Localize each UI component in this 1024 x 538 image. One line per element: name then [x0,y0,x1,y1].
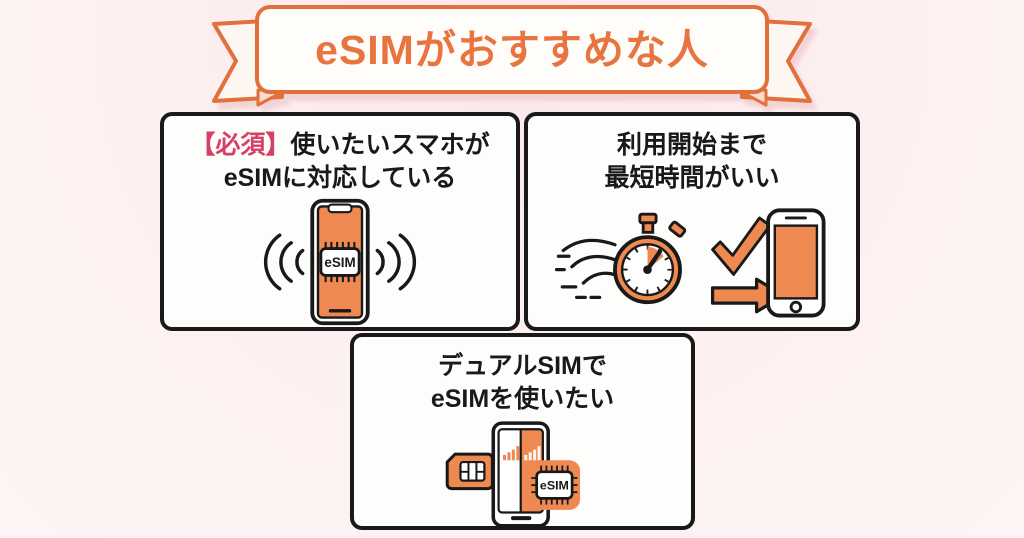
phone-notch [327,203,353,214]
required-title-line2: eSIMに対応している [223,164,457,192]
ribbon-shape: eSIMがおすすめな人 [212,5,812,107]
dual-sim-phone-icon: eSIM [445,421,581,528]
checkmark-icon [711,216,772,276]
dual-title-line1: デュアルSIMで [438,352,607,380]
wing-icon [554,238,619,300]
card-quick-start-title: 利用開始まで 最短時間がいい [604,129,779,195]
speed-title-line2: 最短時間がいい [604,164,780,192]
home-indicator [510,516,532,521]
smartphone-icon [766,208,826,318]
home-button [789,300,803,314]
speed-icons [554,208,826,318]
esim-chip-label: eSIM [540,479,569,493]
signal-waves-left-icon [263,233,305,291]
ribbon-main [255,5,769,94]
required-title-rest: 使いたいスマホが [290,131,490,159]
dual-sim-icon-row: eSIM [354,416,691,538]
speed-title-line1: 利用開始まで [616,131,767,159]
esim-chip-icon: eSIM [528,460,581,510]
signal-bars-left-icon [503,446,520,461]
ribbon-banner: eSIMがおすすめな人 [182,0,842,112]
card-dual-sim: デュアルSIMで eSIMを使いたい [350,333,695,530]
card-dual-sim-title: デュアルSIMで eSIMを使いたい [431,350,614,416]
esim-phone-icon-row: eSIM [164,195,516,329]
speed-icon-row [528,195,856,329]
banner-title: eSIMがおすすめな人 [315,27,709,73]
signal-waves-right-icon [375,233,417,291]
card-esim-required-title: 【必須】使いたいスマホが eSIMに対応している [190,129,489,195]
esim-chip-icon: eSIM [319,241,361,283]
esim-chip-label: eSIM [324,255,355,270]
stopwatch-icon [613,212,687,305]
esim-phone-signal-icon: eSIM [263,198,417,326]
dual-title-line2: eSIMを使いたい [430,385,615,413]
sim-card-icon [445,452,494,491]
card-esim-required: 【必須】使いたいスマホが eSIMに対応している [160,112,520,331]
signal-bars-right-icon [524,446,541,461]
required-tag: 【必須】 [190,131,291,159]
card-quick-start: 利用開始まで 最短時間がいい [524,112,860,331]
